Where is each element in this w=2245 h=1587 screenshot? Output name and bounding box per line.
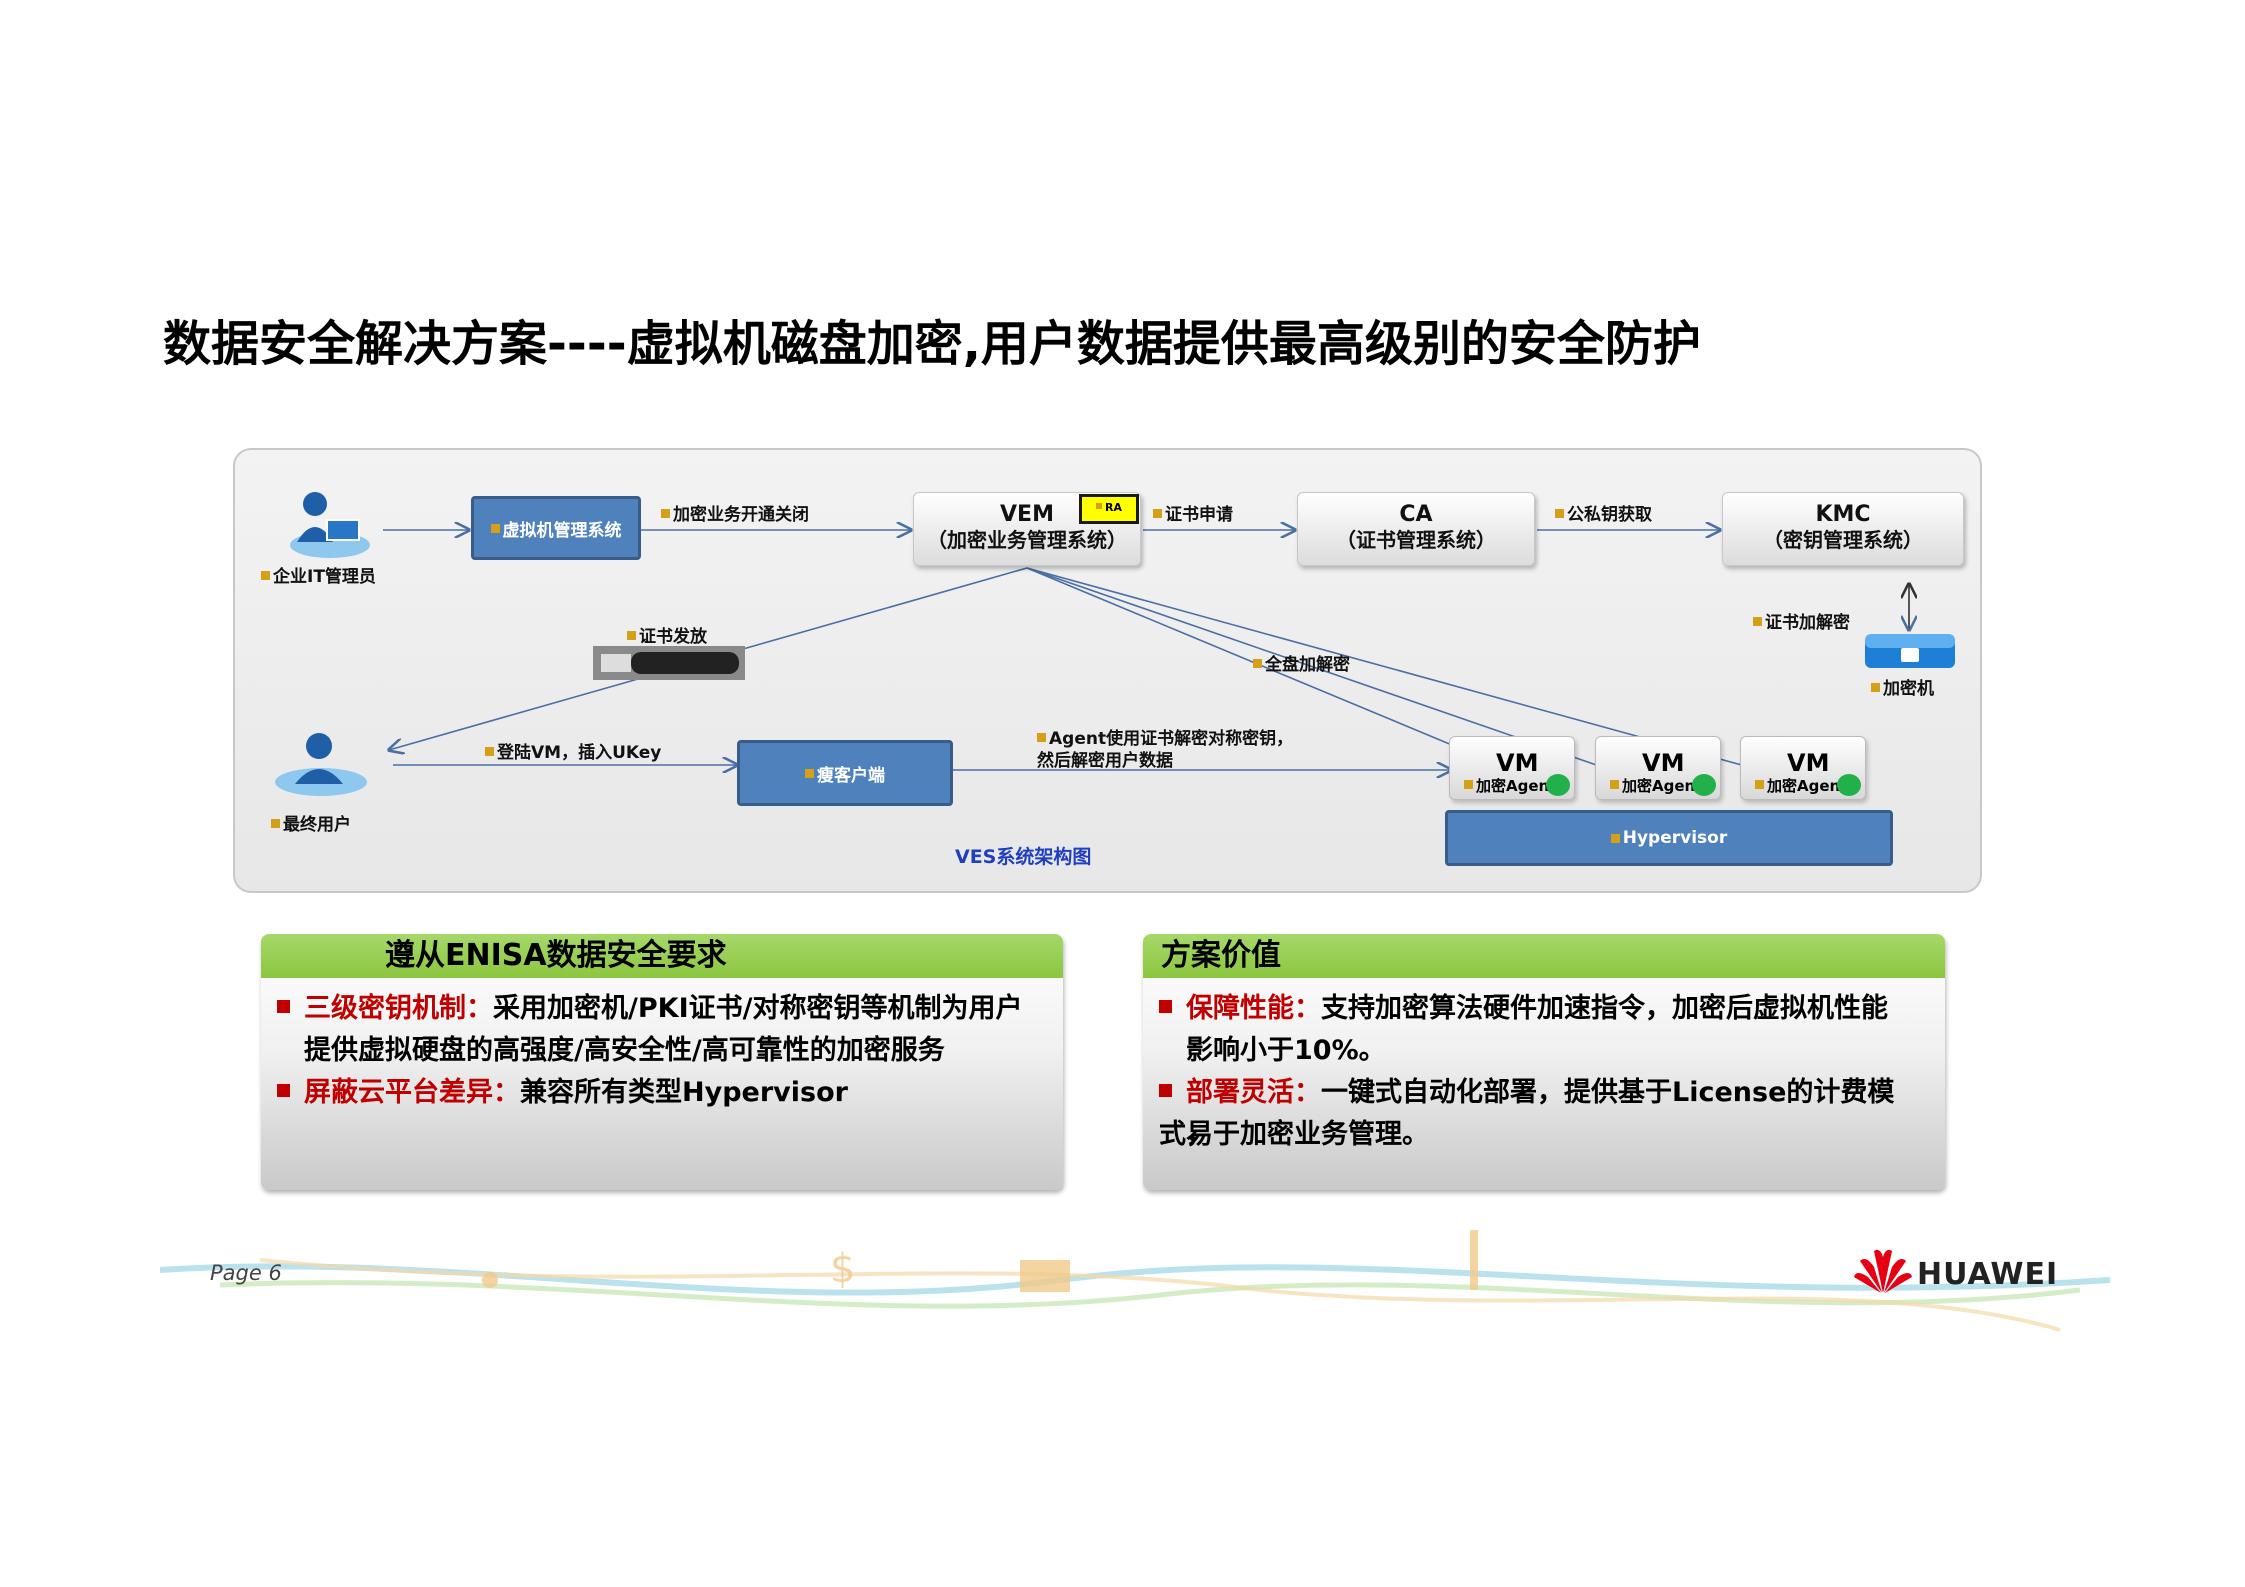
agent-status-dot (1692, 774, 1716, 796)
kmc-sub: （密钥管理系统） (1763, 528, 1923, 552)
ra-badge: RA (1079, 494, 1139, 524)
value-panel: 方案价值 保障性能：支持加密算法硬件加速指令，加密后虚拟机性能 影响小于10%。… (1143, 934, 1945, 1190)
huawei-brand: HUAWEI (1917, 1257, 2059, 1292)
vm-agent: 加密Agent (1610, 775, 1702, 796)
edge-label-full-disk: 全盘加解密 (1253, 650, 1350, 675)
svg-text:$: $ (830, 1246, 855, 1292)
end-user-label: 最终用户 (271, 810, 351, 835)
edge-label-agent: Agent使用证书解密对称密钥， 然后解密用户数据 (1037, 729, 1294, 771)
value-bullet-2: 部署灵活：一键式自动化部署，提供基于License的计费模式， (1159, 1077, 1895, 1150)
value-bullet-2-cont: 易于加密业务管理。 (1186, 1119, 1429, 1150)
ca-sub: （证书管理系统） (1336, 528, 1496, 552)
agent-status-dot (1837, 774, 1861, 796)
edge-label-cert-crypt: 证书加解密 (1753, 608, 1850, 633)
vem-sub: （加密业务管理系统） (927, 528, 1127, 552)
kmc-box: KMC （密钥管理系统） (1722, 492, 1964, 566)
it-admin-icon (290, 492, 370, 558)
vm-name: VM (1642, 749, 1685, 777)
edge-label-cert-apply: 证书申请 (1153, 500, 1233, 525)
vm-agent: 加密Agent (1755, 775, 1847, 796)
edge-label-cert-issue: 证书发放 (627, 622, 707, 647)
vm-name: VM (1496, 749, 1539, 777)
vm-name: VM (1787, 749, 1830, 777)
thin-client-box: 瘦客户端 (737, 740, 953, 806)
encryptor-icon (1865, 634, 1955, 668)
ca-name: CA (1399, 502, 1433, 527)
vm-agent: 加密Agent (1464, 775, 1556, 796)
kmc-name: KMC (1815, 502, 1871, 527)
enisa-bullet-1-cont: 提供虚拟硬盘的高强度/高安全性/高可靠性的加密服务 (304, 1035, 945, 1066)
huawei-logo-icon (1854, 1249, 1912, 1293)
enisa-panel: 遵从ENISA数据安全要求 三级密钥机制：采用加密机/PKI证书/对称密钥等机制… (261, 934, 1063, 1190)
agent-status-dot (1546, 774, 1570, 796)
ca-box: CA （证书管理系统） (1297, 492, 1535, 566)
edge-label-enable: 加密业务开通关闭 (661, 500, 809, 525)
hypervisor-box: Hypervisor (1445, 810, 1893, 866)
value-bullet-1-cont: 影响小于10%。 (1186, 1035, 1386, 1066)
encryptor-label: 加密机 (1871, 674, 1934, 699)
enisa-bullet-2: 屏蔽云平台差异：兼容所有类型Hypervisor (277, 1072, 848, 1114)
enisa-panel-header: 遵从ENISA数据安全要求 (261, 934, 1063, 978)
vm-node-2: VM 加密Agent (1595, 736, 1721, 800)
it-admin-label: 企业IT管理员 (261, 562, 376, 587)
vm-node-3: VM 加密Agent (1740, 736, 1866, 800)
page-title: 数据安全解决方案----虚拟机磁盘加密,用户数据提供最高级别的安全防护 (163, 316, 1701, 372)
enisa-bullet-1: 三级密钥机制：采用加密机/PKI证书/对称密钥等机制为用户 (277, 988, 1022, 1030)
value-panel-header: 方案价值 (1143, 934, 1945, 978)
ukey-icon (593, 646, 745, 680)
vm-node-1: VM 加密Agent (1449, 736, 1575, 800)
end-user-icon (275, 733, 367, 796)
architecture-diagram: 企业IT管理员 最终用户 虚拟机管理系统 VEM （加密业务管理系统） RA C… (233, 448, 1982, 893)
edge-label-login: 登陆VM，插入UKey (485, 738, 661, 763)
diagram-caption: VES系统架构图 (955, 846, 1092, 868)
vm-mgmt-box: 虚拟机管理系统 (471, 496, 641, 560)
footer-wave-decoration: $ (160, 1230, 2110, 1332)
vem-name: VEM (1000, 502, 1054, 527)
edge-label-key-fetch: 公私钥获取 (1555, 500, 1652, 525)
value-bullet-1: 保障性能：支持加密算法硬件加速指令，加密后虚拟机性能 (1159, 988, 1888, 1030)
page-number: Page 6 (210, 1261, 282, 1285)
